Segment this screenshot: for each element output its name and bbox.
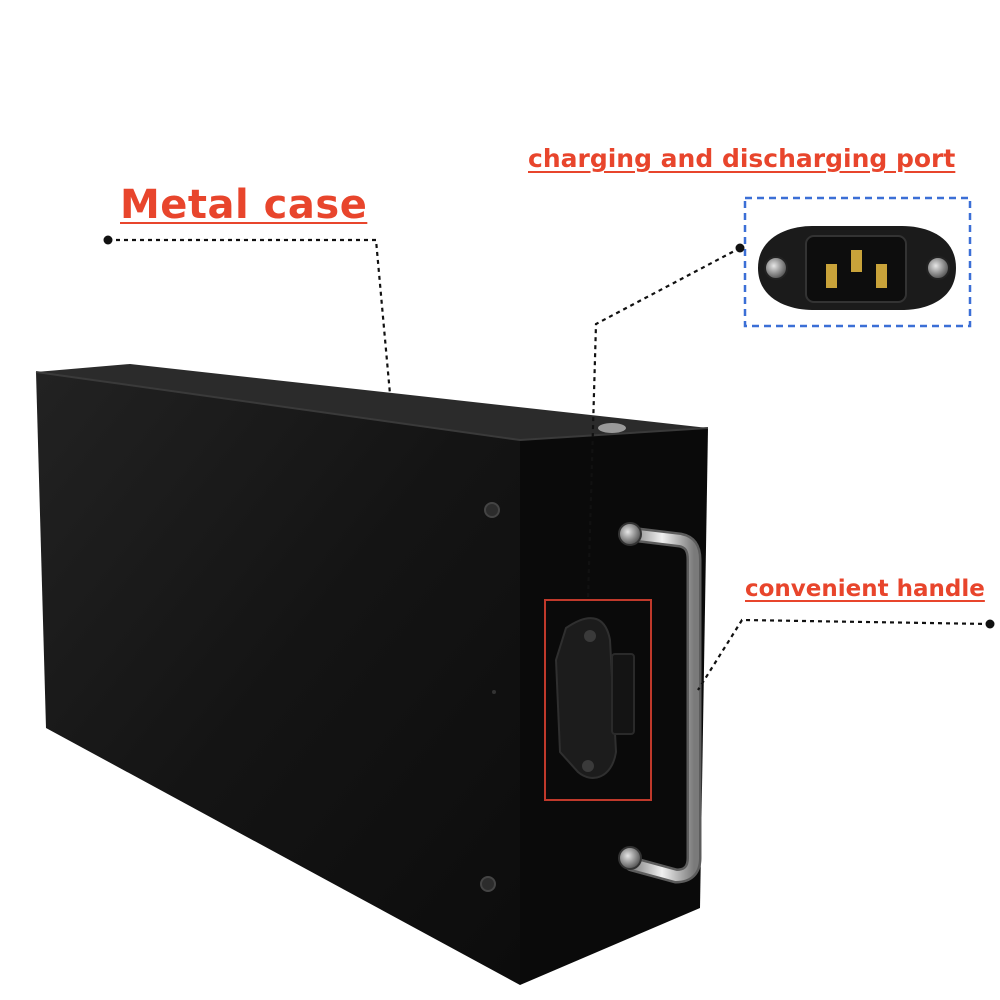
port-highlight-box — [544, 599, 652, 801]
handle-label: convenient handle — [745, 576, 985, 602]
iec-socket-icon — [758, 226, 956, 310]
screw-icon — [480, 876, 496, 892]
screw-icon — [492, 690, 496, 694]
metal-case-label: Metal case — [120, 182, 368, 228]
metal-case-leader-dot — [103, 235, 113, 245]
port-label: charging and discharging port — [528, 144, 956, 173]
screw-icon — [484, 502, 500, 518]
handle-leader-line — [697, 618, 991, 691]
case-top-face — [36, 364, 708, 440]
handle-leader-dot — [985, 619, 995, 629]
side-port-connector — [554, 617, 635, 779]
port-leader-line — [586, 247, 741, 601]
metal-case-leader-line — [108, 238, 392, 395]
handle-bar — [618, 522, 702, 884]
port-leader-dot — [735, 243, 745, 253]
case-front-face — [36, 372, 520, 985]
